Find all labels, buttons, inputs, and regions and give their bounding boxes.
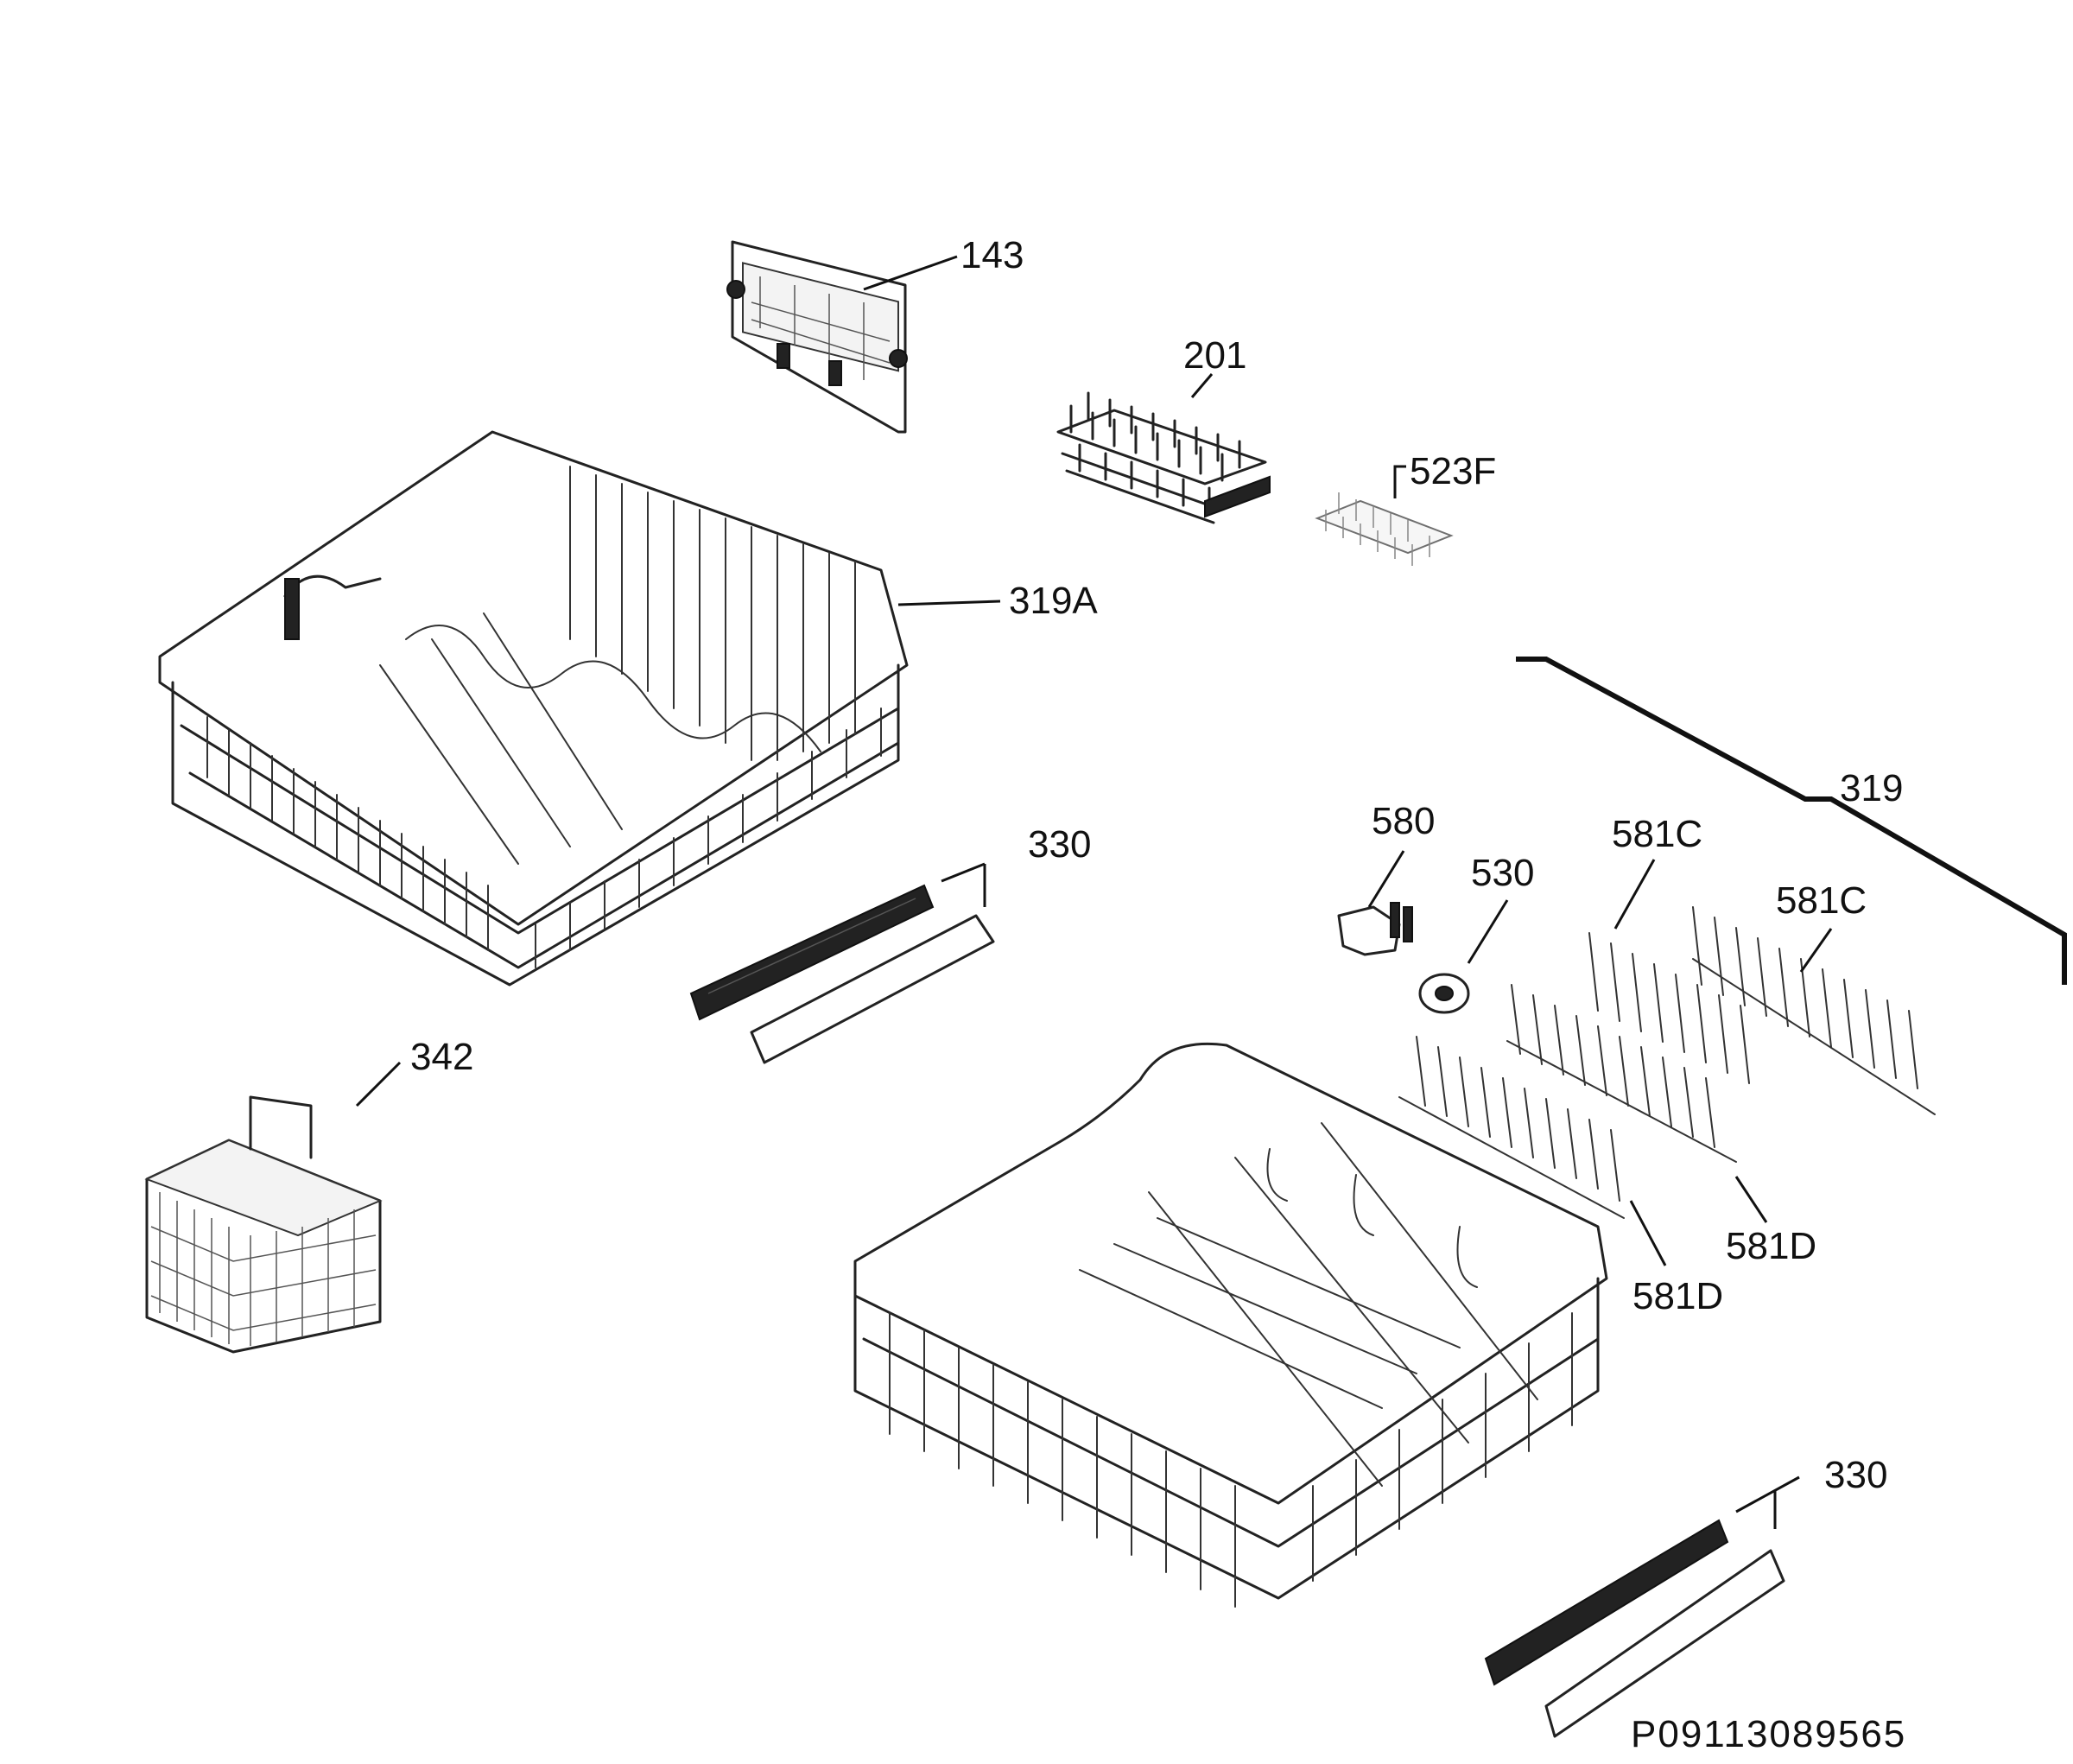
part-143-bracket: [726, 240, 908, 434]
callout-319: 319: [1840, 767, 1903, 809]
document-id: P09113089565: [1631, 1713, 1906, 1755]
leader-330-upper: [941, 862, 986, 907]
part-330-upper-rail: [689, 884, 995, 1064]
leader-lines: [355, 255, 1833, 1529]
part-201-tine-insert: [1056, 391, 1271, 524]
part-319a-upper-basket: [158, 430, 909, 987]
leader-523f: [1393, 465, 1406, 498]
leader-530: [1467, 899, 1509, 964]
callout-143: 143: [960, 234, 1024, 276]
callout-201: 201: [1183, 334, 1246, 377]
part-342-cutlery-basket: [144, 1095, 383, 1354]
leader-330-lower: [1735, 1475, 1800, 1529]
leader-581c-b: [1799, 928, 1833, 973]
leader-581d-b: [1734, 1176, 1768, 1223]
callout-330-upper: 330: [1028, 823, 1091, 866]
callout-labels: 143 201 523F 319A 319 330 580 530 581C 5…: [410, 234, 1906, 1755]
part-523f-insert: [1315, 492, 1454, 566]
callout-530: 530: [1471, 852, 1534, 894]
leader-319a: [897, 600, 1001, 606]
leader-342: [355, 1061, 402, 1107]
leader-143: [863, 255, 958, 291]
callout-581d-b: 581D: [1726, 1225, 1816, 1267]
part-580-clip: [1337, 902, 1413, 956]
callout-581d-a: 581D: [1632, 1275, 1723, 1317]
callout-523f: 523F: [1410, 450, 1496, 492]
callout-580: 580: [1372, 800, 1435, 842]
leader-201: [1190, 373, 1214, 398]
part-530-wheel: [1418, 973, 1470, 1014]
lower-basket: [853, 1042, 1608, 1608]
callout-319a: 319A: [1009, 580, 1098, 622]
callout-342: 342: [410, 1036, 473, 1078]
leader-580: [1367, 850, 1405, 908]
callout-581c-b: 581C: [1776, 879, 1867, 922]
callout-581c-a: 581C: [1612, 813, 1702, 855]
leader-581d-a: [1629, 1200, 1667, 1266]
part-319-trim-strip: [1516, 657, 2067, 985]
part-581-tine-rows: [1398, 906, 1936, 1219]
part-330-lower-rail: [1484, 1519, 1785, 1738]
leader-581c-a: [1613, 859, 1656, 930]
callout-330-lower: 330: [1824, 1454, 1887, 1496]
